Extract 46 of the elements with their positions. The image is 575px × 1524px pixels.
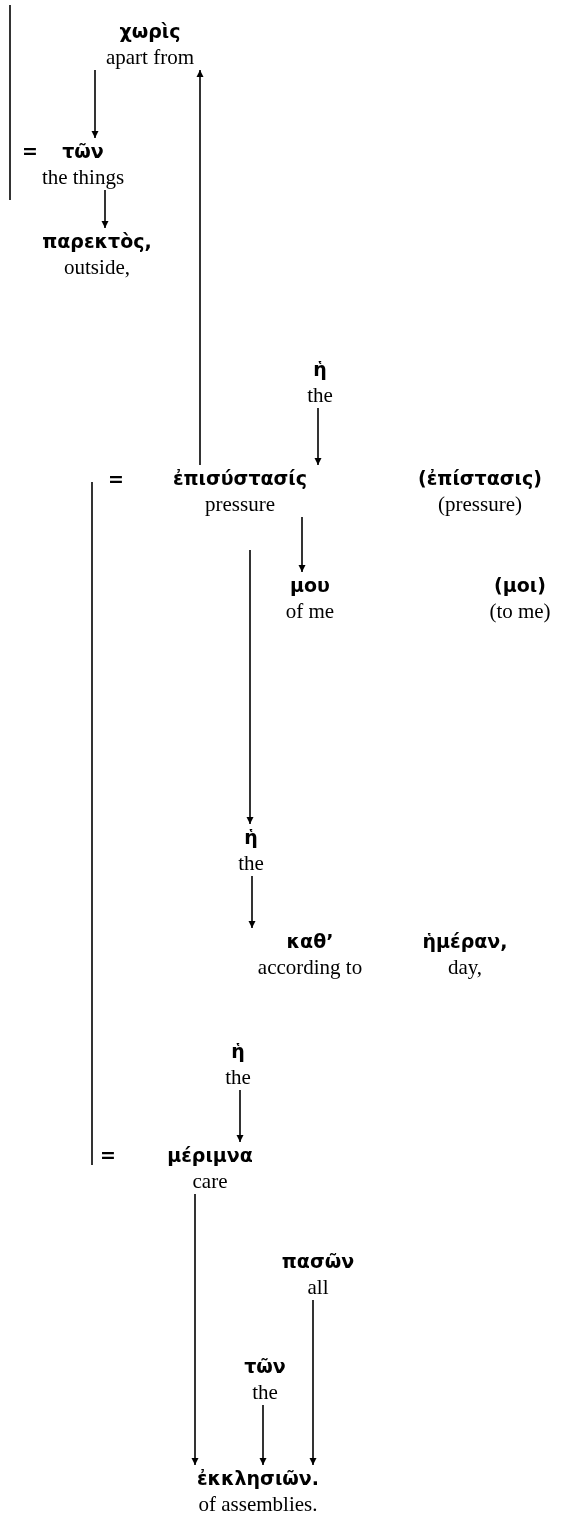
- greek-word: (ἐπίστασις): [418, 466, 542, 491]
- english-gloss: according to: [257, 954, 363, 980]
- greek-word: ἡμέραν,: [422, 929, 508, 954]
- arrow: [314, 407, 322, 466]
- english-gloss: the: [238, 850, 264, 876]
- greek-word: μέριμνα: [167, 1143, 253, 1168]
- arrow: [259, 1404, 267, 1466]
- english-gloss: care: [192, 1168, 228, 1194]
- greek-word: (μοι): [494, 573, 546, 598]
- equals-sign: =: [22, 139, 38, 164]
- arrow: [236, 1089, 244, 1143]
- english-gloss: apart from: [106, 44, 194, 70]
- english-gloss: of me: [285, 598, 335, 624]
- equals-sign: =: [108, 467, 124, 492]
- equals-sign: =: [100, 1143, 116, 1168]
- greek-word: μου: [290, 573, 330, 598]
- arrow: [101, 189, 109, 229]
- english-gloss: all: [307, 1274, 329, 1300]
- greek-word: τῶν: [244, 1354, 286, 1379]
- english-gloss: (pressure): [438, 491, 522, 517]
- arrow: [196, 69, 204, 466]
- english-gloss: the: [225, 1064, 251, 1090]
- arrow: [298, 516, 306, 573]
- greek-word: παρεκτὸς,: [42, 229, 152, 254]
- greek-word: ἡ: [244, 825, 258, 850]
- english-gloss: the: [307, 382, 333, 408]
- arrow: [309, 1299, 317, 1466]
- arrow: [248, 875, 256, 929]
- english-gloss: the things: [41, 164, 125, 190]
- english-gloss: the: [252, 1379, 278, 1405]
- english-gloss: of assemblies.: [198, 1491, 318, 1517]
- arrow: [91, 69, 99, 139]
- arrow: [191, 1193, 199, 1466]
- greek-word: πασῶν: [281, 1249, 355, 1274]
- english-gloss: day,: [447, 954, 483, 980]
- greek-word: τῶν: [62, 139, 104, 164]
- greek-word: ἐπισύστασίς: [172, 466, 308, 491]
- english-gloss: (to me): [489, 598, 551, 624]
- english-gloss: pressure: [205, 491, 275, 517]
- greek-word: ἡ: [231, 1039, 245, 1064]
- greek-word: ἐκκλησιῶν.: [197, 1466, 319, 1491]
- greek-word: ἡ: [313, 357, 327, 382]
- english-gloss: outside,: [64, 254, 130, 280]
- arrow: [246, 549, 254, 825]
- greek-word: καθ’: [286, 929, 334, 954]
- greek-word: χωρὶς: [119, 19, 181, 44]
